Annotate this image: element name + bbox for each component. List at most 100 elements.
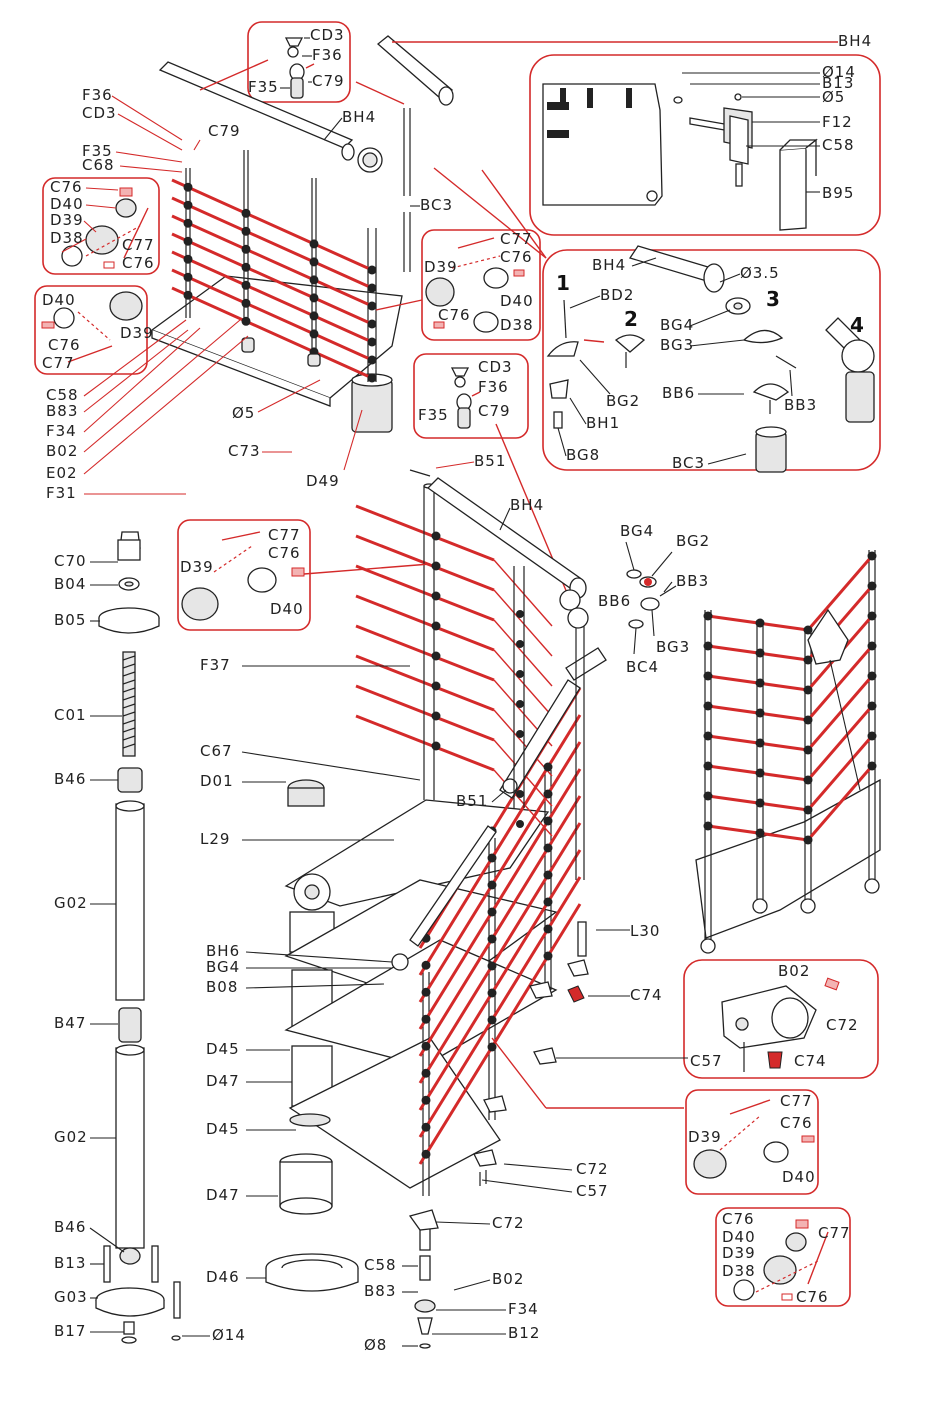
baluster-ball — [703, 671, 713, 681]
baluster-ball — [543, 924, 553, 934]
part-label-b05: B05 — [54, 611, 86, 629]
part-label-b46: B46 — [54, 1218, 86, 1236]
lower-fixing-detail — [693, 1099, 815, 1179]
part-label-c70: C70 — [54, 552, 87, 570]
part-label-d40: D40 — [50, 195, 84, 213]
part-label-d14: Ø14 — [212, 1326, 246, 1344]
part-label-bh4: BH4 — [838, 32, 872, 50]
callout-box-wall-bracket — [529, 54, 881, 236]
part-label-l30: L30 — [630, 922, 660, 940]
part-label-cd3: CD3 — [310, 26, 345, 44]
part-label-bb3: BB3 — [676, 572, 709, 590]
part-label-c77: C77 — [500, 230, 533, 248]
part-label-c74: C74 — [794, 1052, 827, 1070]
part-label-f12: F12 — [822, 113, 853, 131]
part-label-bg4: BG4 — [206, 958, 240, 976]
part-label-l29: L29 — [200, 830, 230, 848]
part-label-d40: D40 — [42, 291, 76, 309]
baluster-ball — [703, 821, 713, 831]
part-label-f31: F31 — [46, 484, 77, 502]
part-label-bb3: BB3 — [784, 396, 817, 414]
part-label-c77: C77 — [42, 354, 75, 372]
part-label-c68: C68 — [82, 156, 115, 174]
step-2-number: 2 — [624, 307, 638, 331]
baluster-ball — [867, 581, 877, 591]
baluster-ball — [516, 670, 524, 678]
part-label-bd2: BD2 — [600, 286, 634, 304]
baluster-ball — [487, 934, 497, 944]
baluster-ball — [367, 265, 377, 275]
baluster-ball — [703, 761, 713, 771]
baluster-ball — [543, 870, 553, 880]
part-label-c77: C77 — [780, 1092, 813, 1110]
baluster-ball — [803, 715, 813, 725]
left-fixing-detail-2 — [41, 291, 143, 363]
baluster-ball — [183, 218, 193, 228]
handrail-steps-detail — [433, 167, 875, 473]
baluster-ball — [755, 678, 765, 688]
part-label-c77: C77 — [122, 236, 155, 254]
baluster-ball — [867, 671, 877, 681]
part-label-b04: B04 — [54, 575, 86, 593]
part-label-g02: G02 — [54, 1128, 88, 1146]
handrail-bh4-top — [355, 35, 838, 106]
baluster-ball — [183, 182, 193, 192]
baluster-ball — [803, 685, 813, 695]
baluster-ball — [309, 275, 319, 285]
part-label-d39: D39 — [424, 258, 458, 276]
part-label-c77: C77 — [268, 526, 301, 544]
baluster-ball — [803, 745, 813, 755]
part-label-b47: B47 — [54, 1014, 86, 1032]
part-label-bh1: BH1 — [586, 414, 620, 432]
part-label-c01: C01 — [54, 706, 87, 724]
part-label-e02: E02 — [46, 464, 78, 482]
baluster-ball — [183, 254, 193, 264]
part-label-b95: B95 — [822, 184, 854, 202]
wall-bracket-detail — [542, 72, 820, 231]
part-label-f37: F37 — [200, 656, 231, 674]
baluster-ball — [431, 681, 441, 691]
baluster-ball — [241, 262, 251, 272]
baluster-ball — [309, 293, 319, 303]
baluster-ball — [755, 708, 765, 718]
part-label-c58: C58 — [822, 136, 855, 154]
part-label-c79: C79 — [208, 122, 241, 140]
baluster-ball — [421, 1095, 431, 1105]
baluster-ball — [183, 272, 193, 282]
part-label-g03: G03 — [54, 1288, 88, 1306]
part-label-c76: C76 — [48, 336, 81, 354]
part-label-d47: D47 — [206, 1186, 240, 1204]
part-label-d5: Ø5 — [822, 88, 845, 106]
part-label-c79: C79 — [312, 72, 345, 90]
part-label-d14: Ø14 — [822, 63, 856, 81]
step-1-number: 1 — [556, 271, 570, 295]
baluster-ball — [431, 561, 441, 571]
baluster-ball — [867, 761, 877, 771]
part-label-c74: C74 — [630, 986, 663, 1004]
part-label-d8: Ø8 — [364, 1336, 387, 1354]
baluster-ball — [183, 290, 193, 300]
part-label-b13: B13 — [822, 74, 854, 92]
right-stair-assembly — [695, 550, 881, 954]
baluster-ball — [867, 641, 877, 651]
part-label-b12: B12 — [508, 1324, 540, 1342]
column-spacers — [265, 779, 359, 1292]
baluster-ball — [867, 701, 877, 711]
part-label-b83: B83 — [364, 1282, 396, 1300]
baluster-ball — [703, 641, 713, 651]
main-stair-assembly — [284, 469, 684, 1349]
part-label-bh6: BH6 — [206, 942, 240, 960]
callout-box-left-fixing-1 — [42, 177, 160, 275]
part-label-c79: C79 — [478, 402, 511, 420]
baluster-ball — [241, 316, 251, 326]
part-label-b02: B02 — [46, 442, 78, 460]
part-label-b02: B02 — [778, 962, 810, 980]
part-label-d38: D38 — [722, 1262, 756, 1280]
part-label-c76: C76 — [122, 254, 155, 272]
part-label-f36: F36 — [478, 378, 509, 396]
part-label-c76: C76 — [50, 178, 83, 196]
callout-box-clamp — [683, 959, 879, 1079]
part-label-d45: D45 — [206, 1120, 240, 1138]
baluster-ball — [543, 762, 553, 772]
part-label-bg8: BG8 — [566, 446, 600, 464]
